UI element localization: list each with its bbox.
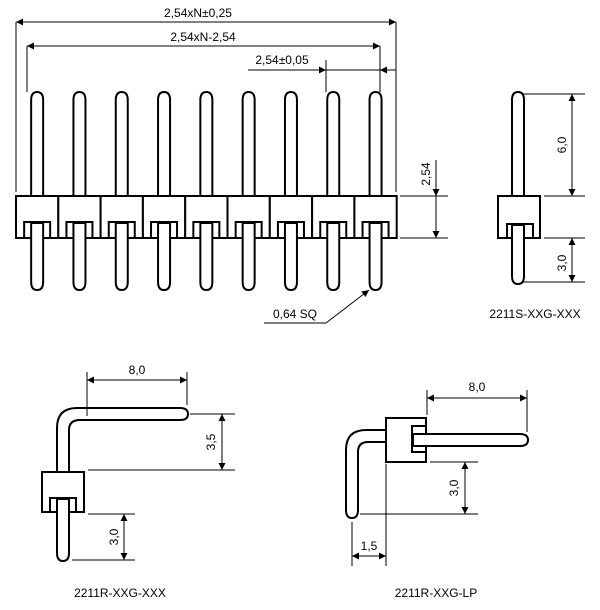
lp-horizontal-dimension: 8,0 xyxy=(426,380,528,432)
lower-pin xyxy=(326,222,341,292)
side-upper-pin-dimension: 6,0 xyxy=(522,93,585,197)
upper-pin xyxy=(30,90,45,197)
lower-pin xyxy=(114,222,129,292)
lp-horizontal-label: 8,0 xyxy=(469,380,486,394)
upper-pin xyxy=(368,90,383,197)
right-angle-lp-view xyxy=(345,417,530,520)
upper-pin xyxy=(326,90,341,197)
upper-pin-length-label: 6,0 xyxy=(555,136,569,153)
lp-offset-label: 1,5 xyxy=(361,539,378,553)
lower-pin xyxy=(157,222,172,292)
pin-size-label: 0,64 SQ xyxy=(273,307,317,321)
caption-right-angle-lp: 2211R-XXG-LP xyxy=(395,586,477,600)
lp-offset-dimension: 1,5 xyxy=(351,464,387,566)
ra-bend-dimension: 3,5 xyxy=(88,413,235,471)
lower-pin xyxy=(283,222,298,292)
lower-pin-length-label: 3,0 xyxy=(555,254,569,271)
caption-right-angle: 2211R-XXG-XXX xyxy=(74,586,166,600)
upper-pin xyxy=(114,90,129,197)
upper-pin xyxy=(72,90,87,197)
pin-size-leader: 0,64 SQ xyxy=(264,289,370,324)
ra-horizontal-label: 8,0 xyxy=(129,363,146,377)
pitch-span-label: 2,54xN-2,54 xyxy=(170,30,236,44)
upper-pin xyxy=(157,90,172,197)
ra-horizontal-dimension: 8,0 xyxy=(86,363,188,416)
upper-pin xyxy=(283,90,298,197)
lp-vertical-dimension: 3,0 xyxy=(360,461,478,515)
ra-lower-pin-label: 3,0 xyxy=(107,528,121,545)
right-angle-view xyxy=(41,407,190,563)
body-height-label: 2,54 xyxy=(419,162,433,186)
pitch-label: 2,54±0,05 xyxy=(255,53,309,67)
overall-length-label: 2,54xN±0,25 xyxy=(164,6,232,20)
pitch-span-dimension: 2,54xN-2,54 xyxy=(26,30,381,92)
ra-bend-label: 3,5 xyxy=(204,433,218,450)
upper-pin xyxy=(199,90,214,197)
upper-pin xyxy=(241,90,256,197)
front-view xyxy=(15,90,398,292)
front-pins-lower xyxy=(30,222,383,292)
lp-vertical-label: 3,0 xyxy=(447,479,461,496)
lower-pin xyxy=(72,222,87,292)
caption-straight-side: 2211S-XXG-XXX xyxy=(489,307,580,321)
overall-length-dimension: 2,54xN±0,25 xyxy=(15,6,397,192)
pitch-dimension: 2,54±0,05 xyxy=(248,53,396,92)
body-height-dimension: 2,54 xyxy=(400,160,448,239)
lower-pin xyxy=(368,222,383,292)
lower-pin xyxy=(199,222,214,292)
side-lower-pin-dimension: 3,0 xyxy=(522,237,585,283)
lower-pin xyxy=(241,222,256,292)
lower-pin xyxy=(30,222,45,292)
front-pins xyxy=(30,90,383,197)
side-view xyxy=(497,90,541,286)
ra-lower-pin-dimension: 3,0 xyxy=(72,513,135,561)
